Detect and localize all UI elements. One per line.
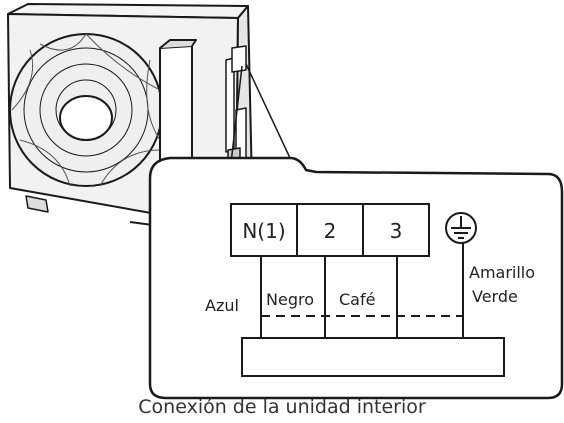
wires [260, 243, 464, 338]
terminal-n1 [230, 203, 298, 257]
indoor-unit-terminal-bar [241, 337, 505, 377]
wire-label-negro: Negro [266, 290, 314, 309]
terminal-n1-label: N(1) [242, 219, 285, 243]
terminal-2-label: 2 [324, 219, 337, 243]
terminal-3-label: 3 [390, 219, 403, 243]
diagram-caption: Conexión de la unidad interior [138, 396, 426, 418]
wire-label-cafe: Café [339, 290, 375, 309]
wire-label-verde: Verde [472, 287, 518, 306]
earth-ground-icon [445, 212, 477, 244]
terminal-3 [362, 203, 430, 257]
wire-label-amarillo: Amarillo [469, 263, 535, 282]
wire-label-azul: Azul [205, 296, 239, 315]
terminal-block [230, 203, 430, 257]
